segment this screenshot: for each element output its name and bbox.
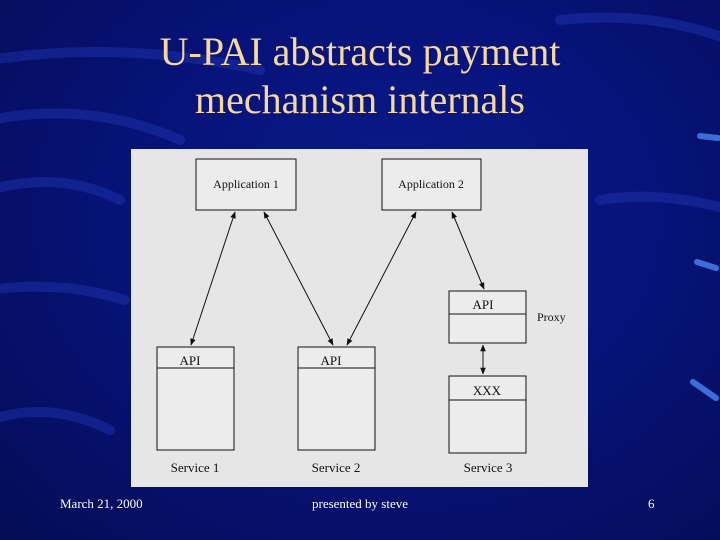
title-line-2: mechanism internals (195, 77, 525, 122)
proxy-api-label: API (473, 297, 494, 312)
service-3-internal-label: XXX (473, 383, 502, 398)
proxy-label: Proxy (537, 310, 566, 324)
arrow-app2-proxy (451, 211, 485, 290)
title-line-1: U-PAI abstracts payment (159, 29, 561, 74)
service-3-box: XXX Service 3 (448, 375, 527, 475)
arrow-app1-service2 (263, 211, 334, 346)
arrow-app1-service1 (190, 211, 236, 346)
footer-date: March 21, 2000 (60, 496, 143, 511)
proxy-box: API Proxy (448, 290, 566, 344)
service-1-api-label: API (180, 353, 201, 368)
architecture-diagram: Application 1 Application 2 API Service … (131, 149, 588, 487)
application-1-box: Application 1 (195, 158, 297, 211)
arrow-app2-service2 (346, 211, 417, 346)
service-2-api-label: API (321, 353, 342, 368)
service-1-label: Service 1 (171, 460, 220, 475)
service-2-box: API Service 2 (297, 346, 376, 475)
application-2-box: Application 2 (381, 158, 482, 211)
service-1-box: API Service 1 (156, 346, 235, 475)
service-3-label: Service 3 (464, 460, 513, 475)
slide-title: U-PAI abstracts payment mechanism intern… (0, 28, 720, 124)
footer-presenter: presented by steve (311, 496, 409, 511)
application-2-label: Application 2 (398, 177, 464, 191)
service-2-label: Service 2 (312, 460, 361, 475)
footer-page-number: 6 (648, 496, 655, 511)
application-1-label: Application 1 (213, 177, 279, 191)
